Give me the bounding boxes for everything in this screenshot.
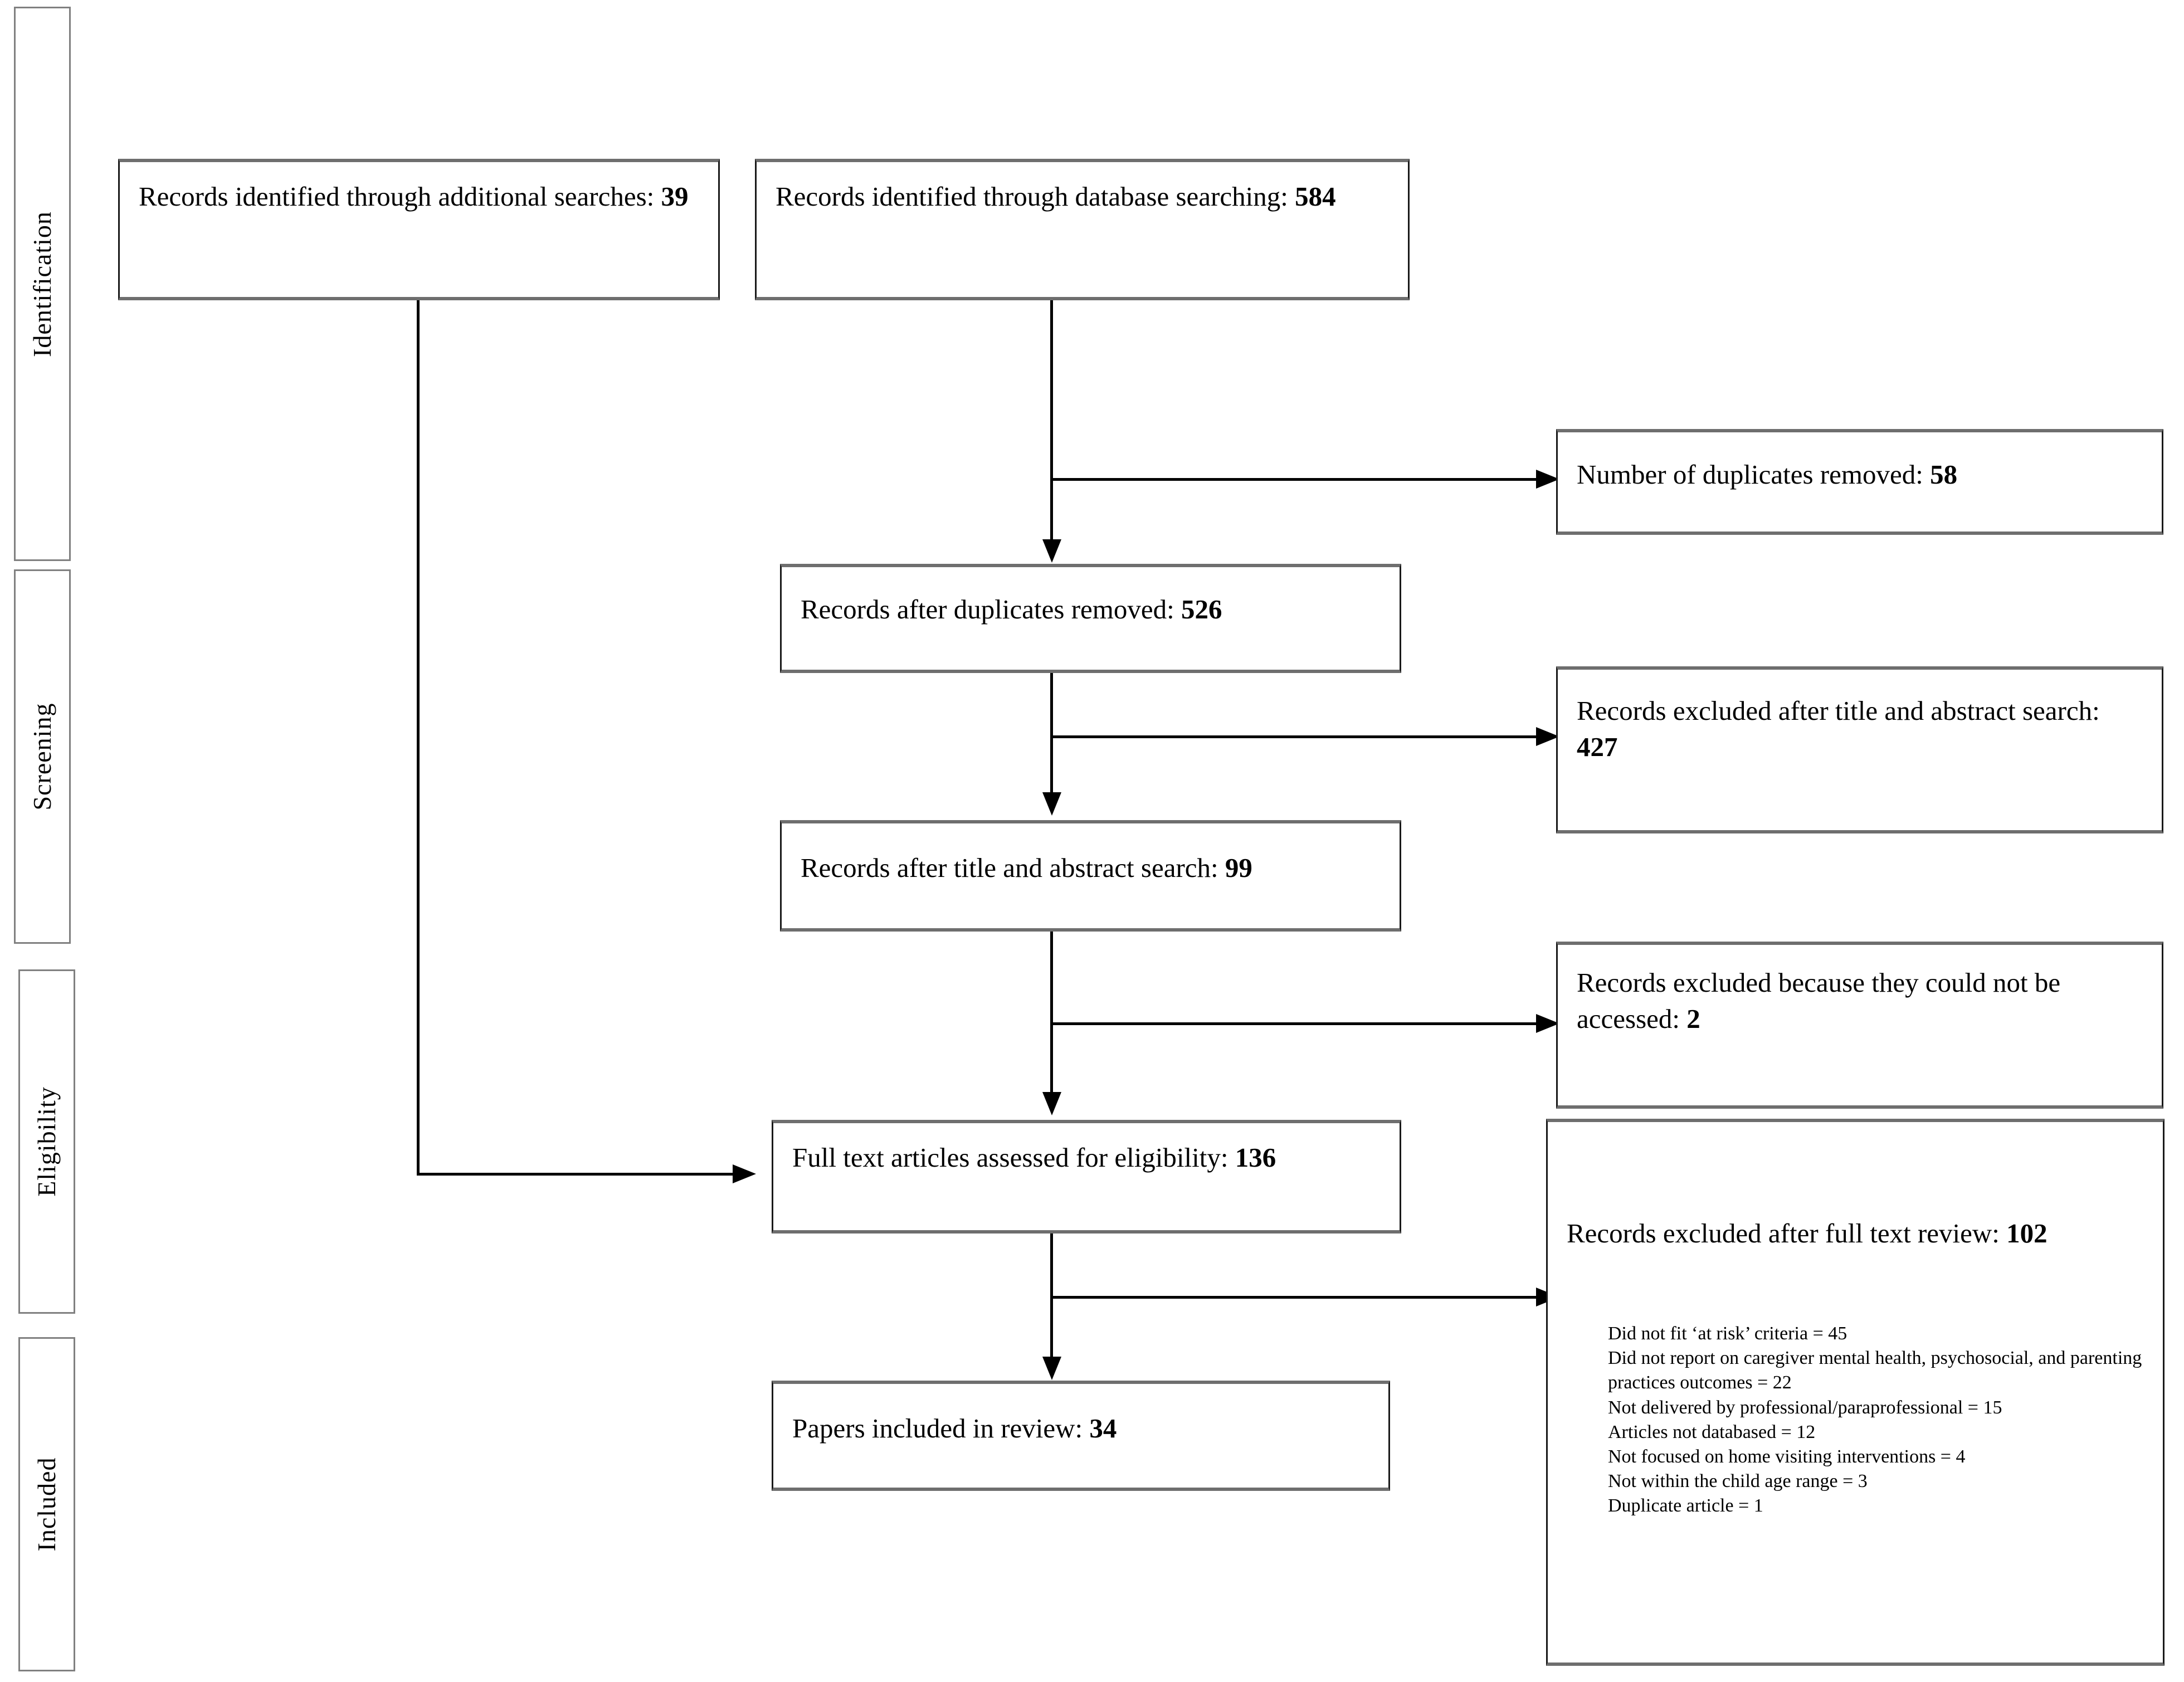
connector-spine-aftertitle-to-fulltext [1050, 930, 1053, 1095]
stage-box-included: Included [18, 1337, 75, 1671]
connector-branch-excluded-full-text [1050, 1296, 1540, 1299]
box-records-after-duplicates: Records after duplicates removed: 526 [780, 564, 1401, 673]
connector-branch-excluded-not-accessed [1050, 1022, 1540, 1025]
box-duplicates-removed-text: Number of duplicates removed: [1577, 459, 1930, 490]
box-excluded-not-accessed-text: Records excluded because they could not … [1577, 967, 2061, 1034]
connector-branch-duplicates-removed [1050, 478, 1540, 481]
box-database-searching-value: 584 [1295, 181, 1336, 212]
stage-label-eligibility: Eligibility [32, 1086, 61, 1197]
exclusion-reason-item: Not focused on home visiting interventio… [1608, 1446, 1966, 1467]
box-excluded-title-abstract: Records excluded after title and abstrac… [1556, 666, 2163, 833]
box-excluded-title-abstract-value: 427 [1577, 731, 1618, 762]
box-records-additional-searches: Records identified through additional se… [118, 159, 720, 300]
box-additional-searches-value: 39 [661, 181, 689, 212]
box-excluded-not-accessed: Records excluded because they could not … [1556, 942, 2163, 1109]
box-excluded-full-text-review: Records excluded after full text review:… [1546, 1119, 2164, 1666]
arrowhead-into-duplicates-removed [1536, 470, 1559, 489]
connector-branch-excluded-title-abstract [1050, 735, 1540, 738]
box-papers-included-in-review: Papers included in review: 34 [772, 1381, 1390, 1491]
stage-box-identification: Identification [14, 7, 71, 561]
box-records-database-searching: Records identified through database sear… [755, 159, 1410, 300]
stage-label-included: Included [32, 1457, 61, 1552]
box-excluded-full-text-text: Records excluded after full text review: [1567, 1218, 2007, 1249]
connector-additional-to-fulltext-horizontal [417, 1173, 737, 1176]
box-database-searching-text: Records identified through database sear… [776, 181, 1295, 212]
box-after-duplicates-value: 526 [1181, 594, 1222, 625]
box-excluded-title-abstract-text: Records excluded after title and abstrac… [1577, 695, 2100, 726]
exclusion-reason-item: Did not fit ‘at risk’ criteria = 45 [1608, 1323, 1847, 1344]
exclusion-reason-item: Did not report on caregiver mental healt… [1608, 1348, 2142, 1393]
connector-spine-afterdup-to-aftertitle [1050, 671, 1053, 795]
arrowhead-into-after-title-abstract [1042, 792, 1061, 816]
box-full-text-assessed: Full text articles assessed for eligibil… [772, 1120, 1401, 1234]
stage-box-screening: Screening [14, 569, 71, 944]
box-after-title-abstract-value: 99 [1225, 852, 1252, 883]
exclusion-reason-item: Not delivered by professional/paraprofes… [1608, 1397, 2002, 1418]
connector-spine-fulltext-to-included [1050, 1231, 1053, 1359]
arrowhead-into-full-text-assessed [1042, 1092, 1061, 1115]
stage-label-identification: Identification [28, 211, 56, 357]
exclusion-reason-list: Did not fit ‘at risk’ criteria = 45 Did … [1608, 1322, 2149, 1519]
arrowhead-into-fulltext-left [733, 1164, 756, 1183]
box-full-text-assessed-value: 136 [1235, 1142, 1276, 1173]
box-excluded-not-accessed-value: 2 [1686, 1003, 1700, 1034]
stage-box-eligibility: Eligibility [18, 969, 75, 1314]
arrowhead-into-excluded-not-accessed [1536, 1014, 1559, 1033]
box-records-after-title-abstract: Records after title and abstract search:… [780, 820, 1401, 932]
connector-spine-db-to-afterdup [1050, 298, 1053, 543]
stage-label-screening: Screening [28, 703, 56, 811]
box-full-text-assessed-text: Full text articles assessed for eligibil… [792, 1142, 1235, 1173]
connector-additional-to-fulltext-vertical [417, 298, 420, 1176]
box-duplicates-removed-value: 58 [1930, 459, 1958, 490]
exclusion-reason-item: Duplicate article = 1 [1608, 1495, 1763, 1517]
arrowhead-into-excluded-title-abstract [1536, 727, 1559, 746]
box-papers-included-value: 34 [1089, 1413, 1117, 1444]
exclusion-reason-item: Articles not databased = 12 [1608, 1421, 1816, 1442]
box-papers-included-text: Papers included in review: [792, 1413, 1090, 1444]
exclusion-reason-item: Not within the child age range = 3 [1608, 1471, 1868, 1492]
box-after-duplicates-text: Records after duplicates removed: [801, 594, 1182, 625]
arrowhead-into-papers-included [1042, 1357, 1061, 1380]
box-excluded-full-text-value: 102 [2006, 1218, 2048, 1249]
box-additional-searches-text: Records identified through additional se… [139, 181, 661, 212]
arrowhead-into-after-duplicates [1042, 539, 1061, 563]
box-after-title-abstract-text: Records after title and abstract search: [801, 852, 1225, 883]
box-duplicates-removed: Number of duplicates removed: 58 [1556, 429, 2163, 535]
